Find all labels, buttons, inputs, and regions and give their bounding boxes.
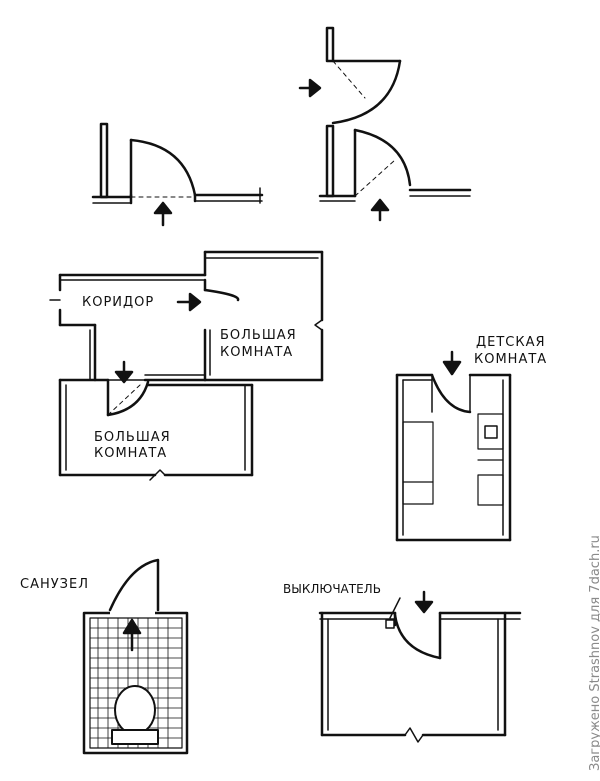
- plan-kids-room: [395, 373, 512, 542]
- corridor-label: КОРИДОР: [82, 295, 155, 310]
- arrow-up-icon-2: [370, 198, 390, 222]
- arrow-up-icon-3: [122, 618, 142, 652]
- arrow-right-icon: [298, 78, 322, 98]
- plan-switch-room: [318, 611, 522, 743]
- door-example-outward: [318, 26, 472, 202]
- big-room-bottom-label-line1: БОЛЬШАЯ: [94, 430, 171, 445]
- big-room-top-label-line1: БОЛЬШАЯ: [220, 328, 297, 343]
- arrow-down-icon: [114, 360, 134, 384]
- arrow-down-icon-3: [414, 590, 434, 614]
- bathroom-label: САНУЗЕЛ: [20, 577, 89, 592]
- arrow-right-icon-2: [176, 292, 202, 312]
- plan-corridor-rooms: [49, 250, 324, 481]
- door-example-inward: [91, 122, 264, 205]
- big-room-bottom-label-line2: КОМНАТА: [94, 446, 168, 461]
- kids-room-label-line1: ДЕТСКАЯ: [476, 335, 546, 350]
- switch-leader-line: [389, 597, 401, 619]
- watermark: Загружено Strashnov для 7dach.ru: [588, 535, 600, 771]
- arrow-up-icon: [153, 201, 173, 227]
- plan-bathroom: [82, 558, 189, 755]
- kids-room-label-line2: КОМНАТА: [474, 352, 548, 367]
- switch-label: ВЫКЛЮЧАТЕЛЬ: [283, 582, 381, 596]
- big-room-top-label-line2: КОМНАТА: [220, 345, 294, 360]
- arrow-down-icon-2: [442, 350, 462, 376]
